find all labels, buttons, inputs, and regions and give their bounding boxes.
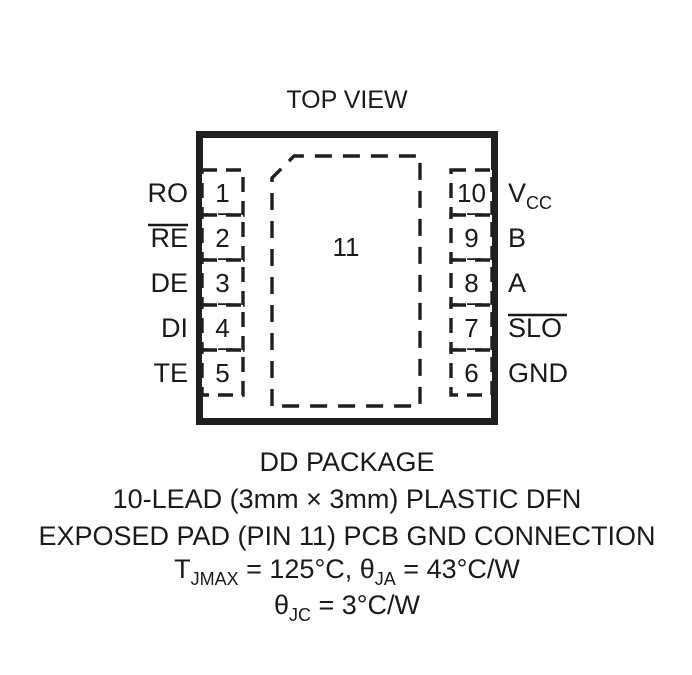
pin-5: 5 TE <box>153 348 245 397</box>
tjmax-symbol: T <box>174 554 191 584</box>
pin-6: 6 GND <box>449 348 568 397</box>
package-body-outline <box>196 131 498 425</box>
pin-1-number: 1 <box>215 178 229 208</box>
pin-10: 10 VCC <box>449 168 552 217</box>
pin-6-label: GND <box>508 358 568 388</box>
theta-jc-value: = 3°C/W <box>311 590 421 620</box>
pin-8-number: 8 <box>464 268 478 298</box>
pin-1: 1 RO <box>148 168 245 217</box>
theta-ja-subscript: JA <box>375 569 396 589</box>
pin-8: 8 A <box>449 258 526 307</box>
caption-thermal-line-1: TJMAX = 125°C, θJA = 43°C/W <box>174 554 520 589</box>
pin-8-label: A <box>508 268 526 298</box>
pin-5-label: TE <box>153 358 188 388</box>
pin-3-label: DE <box>150 268 188 298</box>
pin-10-label: VCC <box>508 178 552 213</box>
theta-jc-subscript: JC <box>289 605 311 625</box>
caption-lead-description: 10-LEAD (3mm × 3mm) PLASTIC DFN <box>113 484 582 514</box>
pin-5-box <box>200 348 245 397</box>
pin-6-number: 6 <box>464 358 478 388</box>
theta-jc-symbol: θ <box>274 590 289 620</box>
tjmax-subscript: JMAX <box>191 569 239 589</box>
caption-package-name: DD PACKAGE <box>259 447 434 477</box>
pin-3: 3 DE <box>150 258 245 307</box>
pin-3-number: 3 <box>215 268 229 298</box>
pin-4: 4 DI <box>161 303 245 352</box>
tjmax-value: = 125°C, <box>239 554 360 584</box>
pin-10-number: 10 <box>457 178 486 208</box>
pin-9: 9 B <box>449 213 526 262</box>
view-title: TOP VIEW <box>286 86 408 114</box>
exposed-pad-number: 11 <box>333 232 360 262</box>
pin-2: 2 RE <box>148 213 245 262</box>
pin-2-number: 2 <box>215 223 229 253</box>
pin-5-number: 5 <box>215 358 229 388</box>
theta-ja-value: = 43°C/W <box>396 554 521 584</box>
pin-7: 7 SLO <box>449 303 567 352</box>
pin-6-box <box>449 348 494 397</box>
pin-7-number: 7 <box>464 313 478 343</box>
pin-7-label: SLO <box>508 313 562 343</box>
caption-thermal-line-2: θJC = 3°C/W <box>274 590 421 625</box>
pin-4-label: DI <box>161 313 188 343</box>
pin-10-label-subscript: CC <box>526 193 552 213</box>
pin-10-label-main: V <box>508 178 526 208</box>
pin-4-number: 4 <box>215 313 229 343</box>
caption-exposed-pad-note: EXPOSED PAD (PIN 11) PCB GND CONNECTION <box>38 521 655 551</box>
theta-ja-symbol: θ <box>360 554 375 584</box>
pin-9-label: B <box>508 223 526 253</box>
pin-1-label: RO <box>148 178 189 208</box>
pin-9-number: 9 <box>464 223 478 253</box>
exposed-pad-outline <box>270 154 422 408</box>
pin-2-label: RE <box>150 223 188 253</box>
